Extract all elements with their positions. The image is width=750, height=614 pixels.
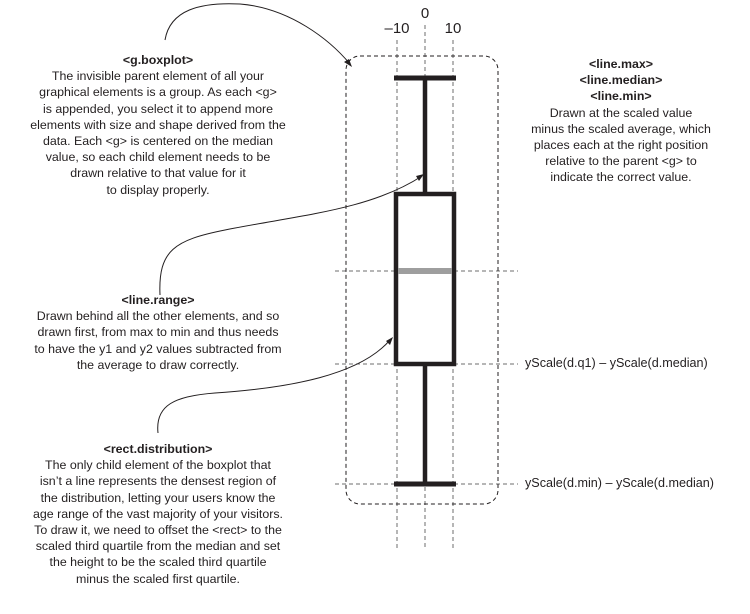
g-boxplot-line: The invisible parent element of all your (51, 69, 265, 84)
g-boxplot-pointer (164, 3, 351, 65)
line-range-pointer (159, 175, 423, 296)
rect-distribution-pointer (157, 339, 391, 434)
rect-distribution-line: minus the scaled first quartile. (76, 571, 240, 586)
rect-distribution-line: scaled third quartile from the median an… (35, 539, 281, 554)
rect-distribution-line: To draw it, we need to offset the <rect>… (34, 523, 282, 538)
tick-plus10: 10 (444, 20, 462, 37)
g-boxplot-line: data. Each <g> is centered on the median (42, 134, 274, 149)
g-boxplot-line: drawn relative to that value for it (70, 166, 246, 181)
lines-max-median-min-callout: <line.max> <line.median> <line.min> Draw… (512, 56, 730, 186)
line-range-callout: <line.range> Drawn behind all the other … (8, 292, 308, 373)
g-boxplot-line: graphical elements is a group. As each <… (39, 85, 277, 100)
line-range-line: to have the y1 and y2 values subtracted … (34, 341, 282, 356)
rect-distribution-callout: <rect.distribution> The only child eleme… (8, 441, 308, 587)
line-max-title: <line.max> (588, 57, 654, 71)
line-range-line: drawn first, from max to min and thus ne… (37, 325, 279, 340)
rect-distribution-arrowhead (386, 337, 393, 345)
distribution-rect (393, 191, 457, 367)
rect-distribution-line: the height to be the scaled third quarti… (49, 555, 267, 570)
g-boxplot-callout: <g.boxplot> The invisible parent element… (8, 52, 308, 198)
g-boxplot-title: <g.boxplot> (122, 53, 194, 67)
min-formula-label: yScale(d.min) – yScale(d.median) (525, 476, 714, 490)
lines-callout-line: relative to the parent <g> to (545, 154, 697, 169)
g-boxplot-arrowhead (344, 59, 352, 67)
line-median-title: <line.median> (579, 73, 663, 88)
rect-distribution-line: the distribution, letting your users kno… (40, 490, 276, 505)
line-range-arrowhead (416, 174, 424, 181)
line-range-line: the average to draw correctly. (76, 357, 240, 372)
rect-distribution-line: The only child element of the boxplot th… (45, 458, 271, 473)
rect-distribution-line: age range of the vast majority of your v… (33, 506, 283, 521)
lines-callout-line: indicate the correct value. (550, 170, 692, 185)
tick-minus10: –10 (384, 20, 410, 37)
line-min-title: <line.min> (590, 89, 652, 104)
rect-distribution-title: <rect.distribution> (103, 442, 213, 456)
line-range-title: <line.range> (121, 293, 195, 307)
g-boxplot-line: is appended, you select it to append mor… (42, 101, 274, 116)
line-range-line: Drawn behind all the other elements, and… (36, 309, 280, 324)
g-boxplot-line: value, so each child element needs to be (45, 150, 271, 165)
g-boxplot-line: elements with size and shape derived fro… (30, 117, 286, 132)
lines-callout-line: Drawn at the scaled value (549, 105, 693, 120)
g-boxplot-line: to display properly. (106, 182, 210, 197)
tick-zero: 0 (420, 5, 430, 22)
q1-formula-label: yScale(d.q1) – yScale(d.median) (525, 356, 708, 370)
lines-callout-line: places each at the right position (533, 138, 709, 153)
lines-callout-line: minus the scaled average, which (531, 121, 711, 136)
rect-distribution-line: isn’t a line represents the densest regi… (39, 474, 277, 489)
